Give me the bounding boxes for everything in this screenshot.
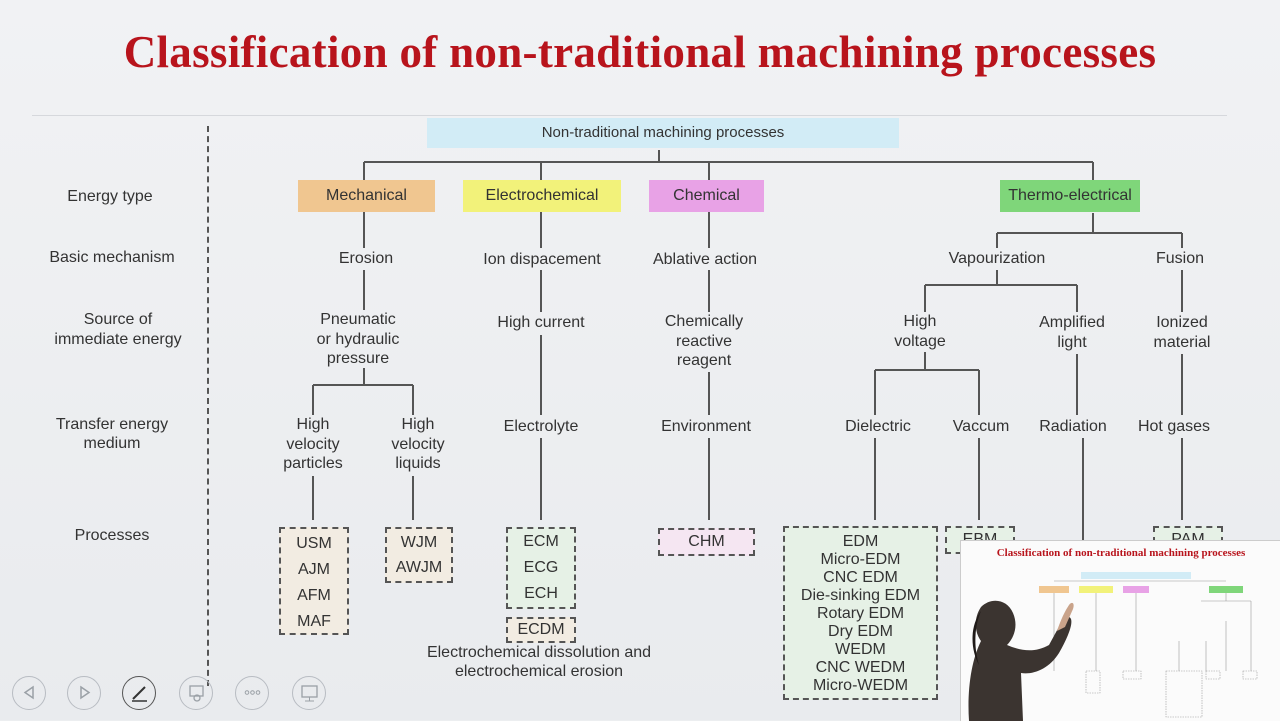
more-icon (244, 690, 260, 695)
process-box-mechanical-particles: USM AJM AFM MAF (279, 527, 349, 635)
next-slide-button[interactable] (67, 676, 101, 710)
row-label-transfer-line1: Transfer energy (55, 416, 169, 433)
ecdm-note-line1: Electrochemical dissolution and (426, 644, 652, 661)
process-ecdm: ECDM (517, 621, 565, 638)
row-label-energy-type: Energy type (67, 188, 153, 205)
process-afm: AFM (297, 587, 331, 604)
process-box-edm: EDM Micro-EDM CNC EDM Die-sinking EDM Ro… (783, 526, 938, 700)
source-pneumatic-line1: Pneumatic (320, 311, 396, 328)
medium-liquids-line1: High (401, 416, 435, 433)
medium-liquids-line2: velocity (391, 436, 445, 453)
next-icon (79, 685, 90, 700)
source-high-voltage-line2: voltage (894, 333, 946, 350)
medium-radiation: Radiation (1039, 418, 1107, 435)
ecdm-note-line2: electrochemical erosion (454, 663, 624, 680)
medium-particles-line2: velocity (286, 436, 340, 453)
medium-dielectric: Dielectric (845, 418, 911, 435)
row-label-separator (207, 126, 209, 686)
pen-icon (131, 686, 147, 702)
process-awjm: AWJM (395, 559, 443, 576)
energy-mechanical: Mechanical (298, 180, 435, 212)
medium-electrolyte: Electrolyte (503, 418, 579, 435)
process-edm: EDM (842, 533, 879, 550)
process-ecm: ECM (523, 533, 559, 550)
mechanism-ion-displacement: Ion dispacement (483, 251, 601, 268)
process-rotary-edm: Rotary EDM (816, 605, 905, 622)
screen-view-button[interactable] (292, 676, 326, 710)
source-high-current: High current (497, 314, 585, 331)
process-box-chemical: CHM (658, 528, 755, 556)
process-wjm: WJM (400, 534, 438, 551)
process-usm: USM (296, 535, 332, 552)
mechanism-vapourization: Vapourization (948, 250, 1046, 267)
root-node: Non-traditional machining processes (427, 118, 899, 148)
source-chemical-line1: Chemically (664, 313, 744, 330)
row-label-basic-mechanism: Basic mechanism (49, 249, 175, 266)
prev-slide-button[interactable] (12, 676, 46, 710)
source-pneumatic-line3: pressure (326, 350, 390, 367)
title-divider (32, 115, 1227, 116)
presenter-video-inset: Classification of non-traditional machin… (960, 540, 1280, 721)
medium-particles-line1: High (296, 416, 330, 433)
process-ajm: AJM (298, 561, 330, 578)
source-pneumatic-line2: or hydraulic (316, 331, 400, 348)
mechanism-ablative-action: Ablative action (652, 251, 758, 268)
screen-icon (300, 685, 318, 702)
process-micro-edm: Micro-EDM (820, 551, 901, 568)
row-label-transfer-line2: medium (83, 435, 141, 452)
mechanism-fusion: Fusion (1155, 250, 1205, 267)
source-chemical-line2: reactive (675, 333, 733, 350)
process-wedm: WEDM (835, 641, 886, 658)
process-chm: CHM (688, 533, 725, 550)
row-label-source-line2: immediate energy (54, 331, 182, 348)
prev-icon (23, 685, 34, 700)
row-label-processes: Processes (74, 527, 150, 544)
medium-environment: Environment (661, 418, 751, 435)
row-label-source-line1: Source of (83, 311, 153, 328)
process-box-mechanical-liquids: WJM AWJM (385, 527, 453, 583)
process-dry-edm: Dry EDM (828, 623, 893, 640)
medium-vaccum: Vaccum (952, 418, 1010, 435)
source-amplified-light-line2: light (1057, 334, 1087, 351)
presenter-silhouette (968, 600, 1074, 721)
process-ecg: ECG (523, 559, 559, 576)
process-box-electrochemical: ECM ECG ECH (506, 527, 576, 609)
source-ionized-material-line1: Ionized (1156, 314, 1208, 331)
energy-chemical: Chemical (649, 180, 764, 212)
process-maf: MAF (297, 613, 331, 630)
zoom-icon (188, 685, 204, 702)
source-chemical-line3: reagent (676, 352, 732, 369)
medium-hot-gases: Hot gases (1137, 418, 1211, 435)
energy-thermo-electrical: Thermo-electrical (1000, 180, 1140, 212)
inset-slide-title: Classification of non-traditional machin… (996, 547, 1246, 559)
source-ionized-material-line2: material (1153, 334, 1211, 351)
process-ech: ECH (524, 585, 558, 602)
slide-title: Classification of non-traditional machin… (123, 27, 1157, 77)
medium-liquids-line3: liquids (395, 455, 441, 472)
process-micro-wedm: Micro-WEDM (812, 677, 909, 694)
energy-electrochemical: Electrochemical (463, 180, 621, 212)
medium-particles-line3: particles (283, 455, 343, 472)
zoom-button[interactable] (179, 676, 213, 710)
process-cnc-edm: CNC EDM (823, 569, 898, 586)
pen-tool-button[interactable] (122, 676, 156, 710)
source-high-voltage-line1: High (903, 313, 937, 330)
source-amplified-light-line1: Amplified (1039, 314, 1105, 331)
process-die-sinking-edm: Die-sinking EDM (800, 587, 921, 604)
more-options-button[interactable] (235, 676, 269, 710)
process-cnc-wedm: CNC WEDM (815, 659, 906, 676)
process-box-ecdm: ECDM (506, 617, 576, 643)
mechanism-erosion: Erosion (338, 250, 394, 267)
inset-diagram-thumbnail (1039, 572, 1258, 718)
